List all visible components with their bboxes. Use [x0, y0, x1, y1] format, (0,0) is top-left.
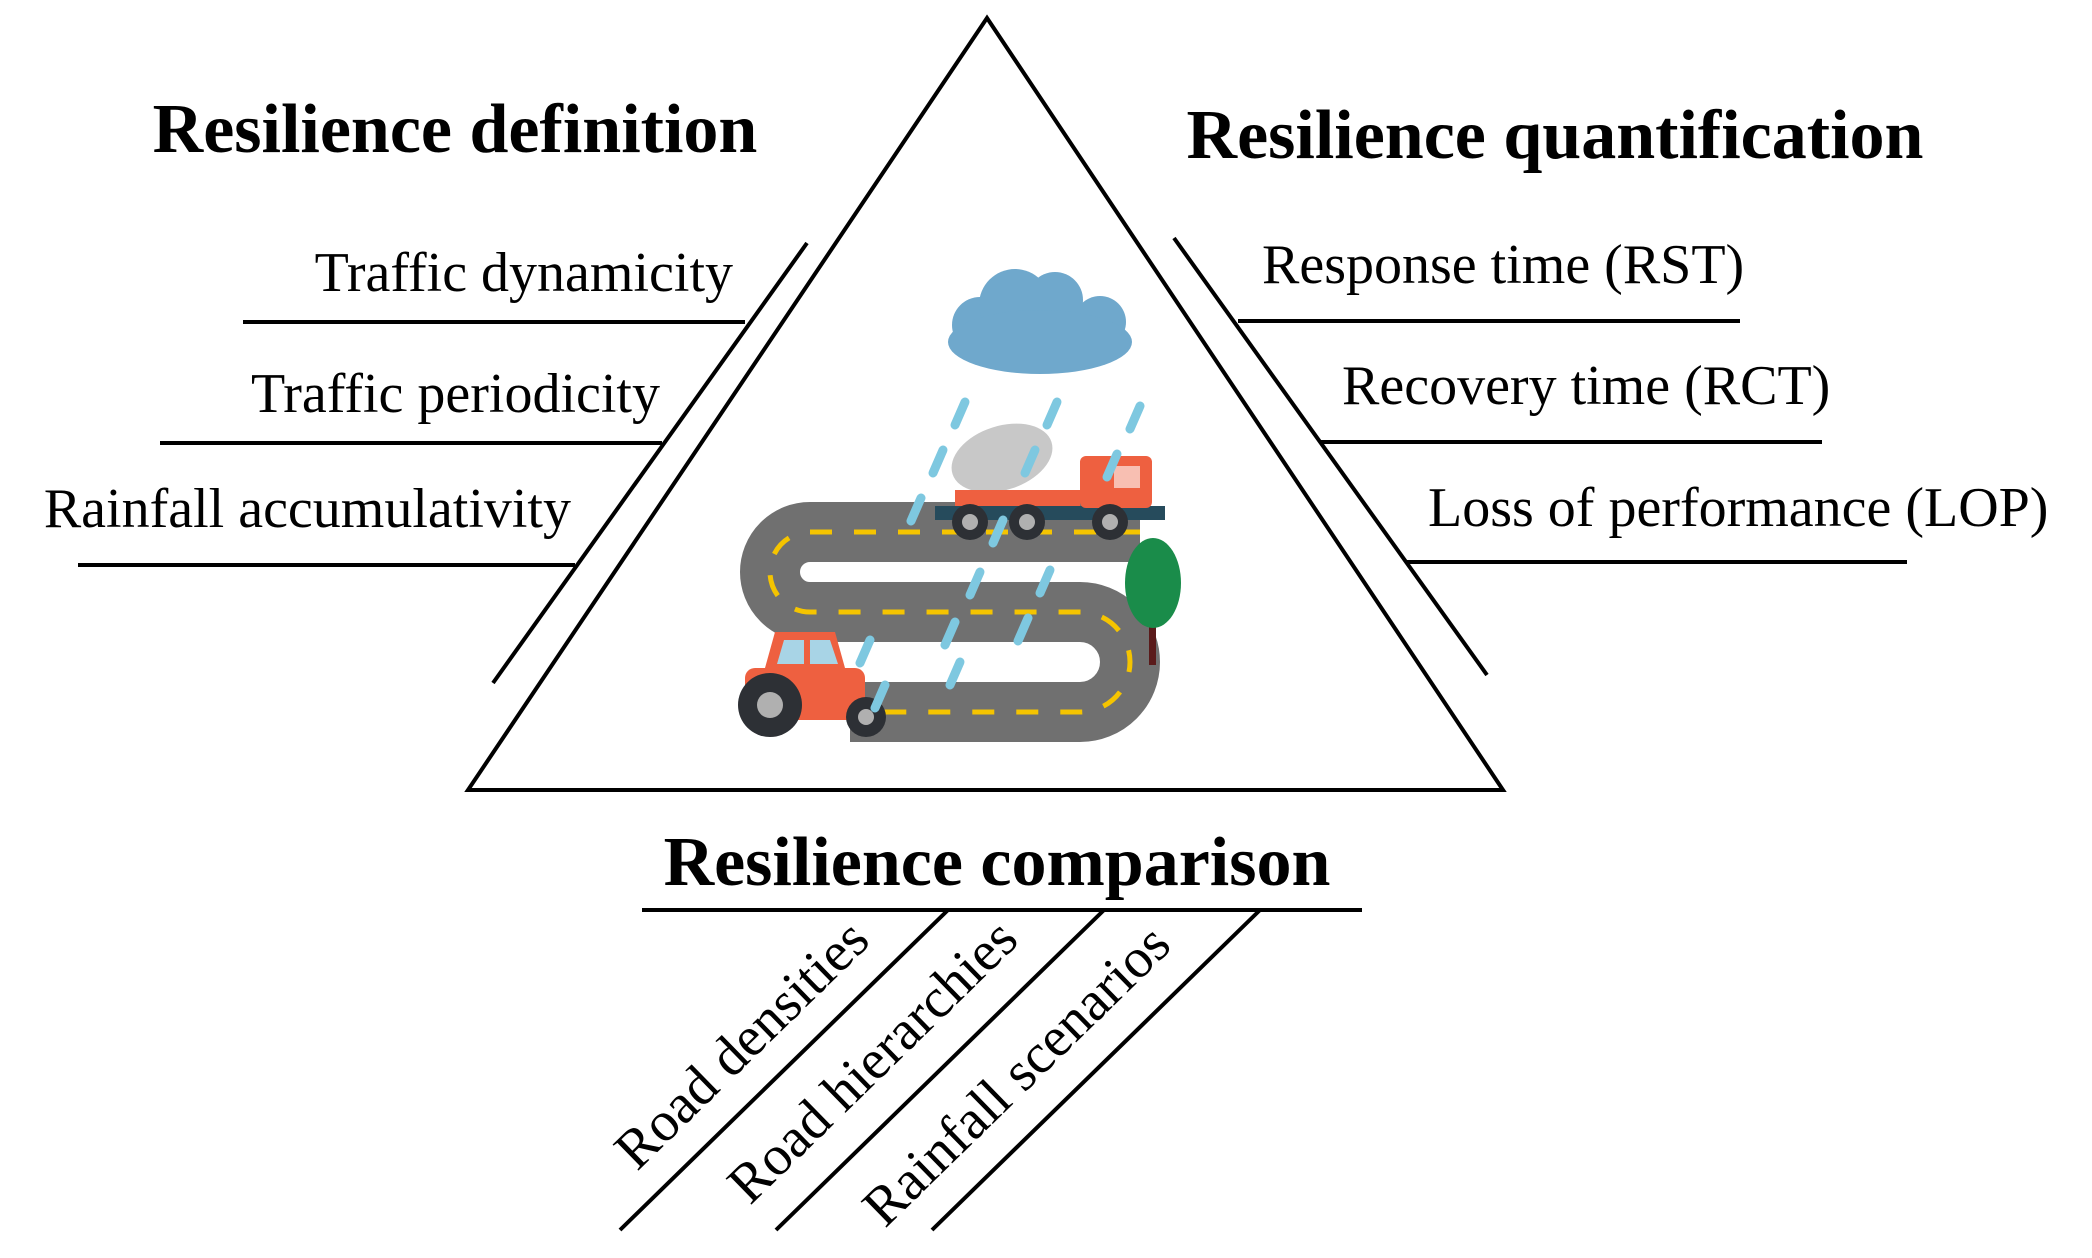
- comparison-diagonal-2: [774, 908, 1106, 1232]
- quantification-diagonal-line: [1172, 236, 1489, 677]
- definition-section: Resilience definition Traffic dynamicity…: [44, 91, 809, 685]
- tractor-icon: [738, 632, 886, 737]
- road-icon: [740, 502, 1160, 742]
- quantification-item-recovery-time: Recovery time (RCT): [1342, 355, 1830, 417]
- cloud-icon: [948, 269, 1132, 374]
- comparison-diagonal-1: [618, 908, 950, 1232]
- comparison-section: Resilience comparison Road densities Roa…: [603, 824, 1362, 1238]
- road-rain-illustration: [738, 269, 1181, 742]
- quantification-item-response-time: Response time (RST): [1262, 234, 1744, 296]
- comparison-item-road-densities: Road densities: [603, 908, 881, 1182]
- definition-item-rainfall-accumulativity: Rainfall accumulativity: [44, 478, 571, 540]
- definition-diagonal-line: [491, 241, 809, 685]
- rain-icon: [855, 397, 1145, 713]
- comparison-diagonal-3: [930, 908, 1262, 1232]
- quantification-heading: Resilience quantification: [1187, 97, 1924, 174]
- tree-icon: [1125, 538, 1181, 665]
- quantification-item-loss-of-performance: Loss of performance (LOP): [1428, 477, 2048, 539]
- definition-heading: Resilience definition: [153, 91, 758, 168]
- central-triangle: [464, 14, 1507, 792]
- definition-item-traffic-dynamicity: Traffic dynamicity: [315, 242, 733, 304]
- quantification-section: Resilience quantification Response time …: [1172, 97, 2048, 677]
- definition-item-traffic-periodicity: Traffic periodicity: [251, 363, 660, 425]
- comparison-heading: Resilience comparison: [664, 824, 1331, 901]
